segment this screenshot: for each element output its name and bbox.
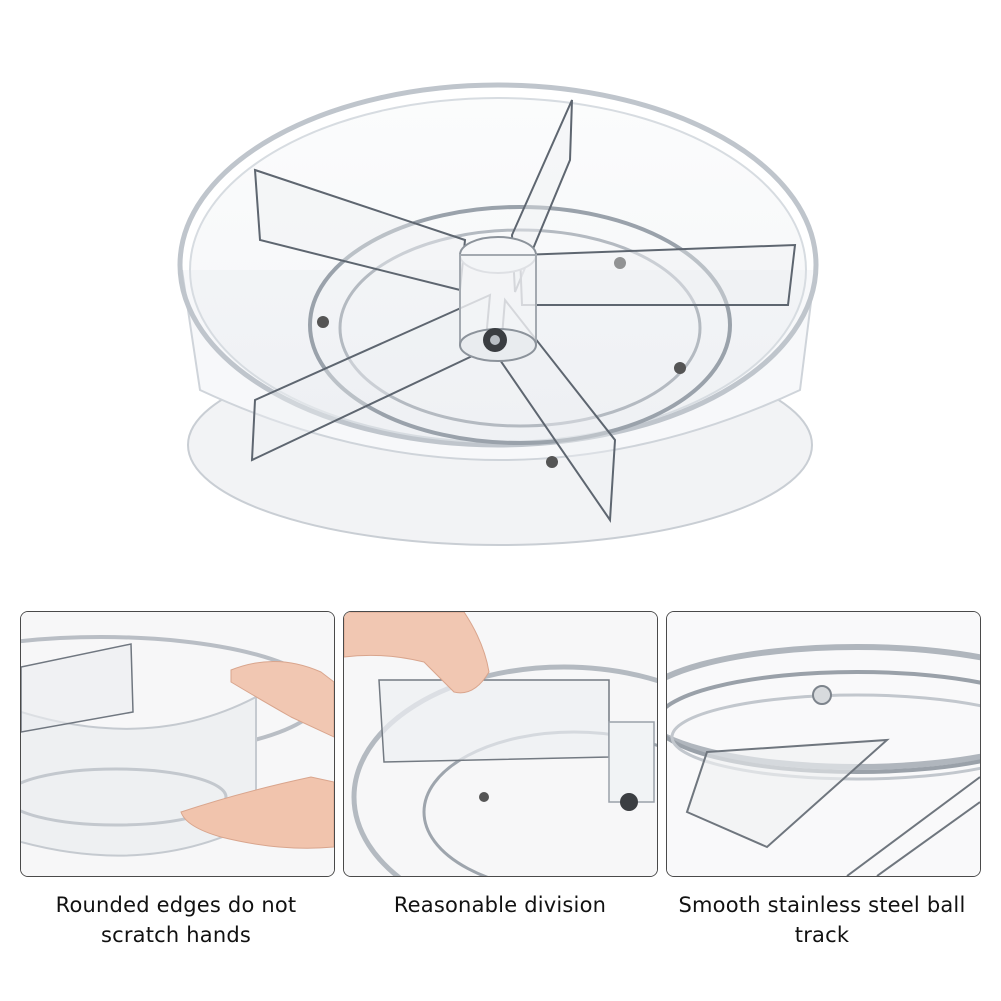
- caption-reasonable-division: Reasonable division: [393, 893, 607, 917]
- caption-ball-track: Smooth stainless steel ball track: [678, 893, 966, 947]
- product-image-turntable: [160, 60, 840, 560]
- caption-rounded-edges: Rounded edges do not scratch hands: [55, 893, 297, 947]
- feature-photo-divider: [343, 611, 658, 877]
- feature-photo-ball-track: [666, 611, 981, 877]
- feature-photo-rounded-edges: [20, 611, 335, 877]
